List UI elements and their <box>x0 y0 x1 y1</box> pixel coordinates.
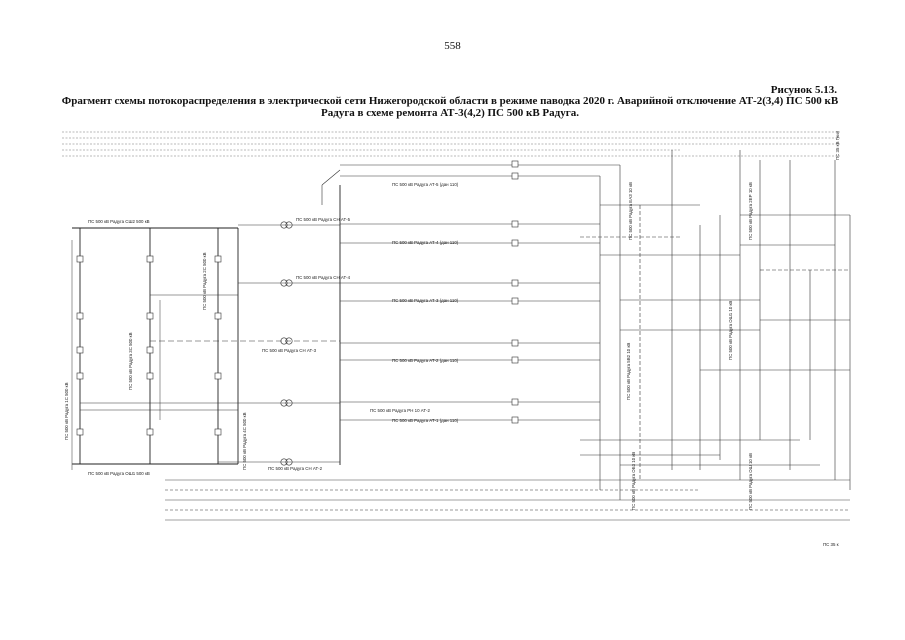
right-vertical-label: ПС 500 кВ Радуга ОШ1 10 кВ <box>728 301 733 360</box>
right-vertical-label: ПС 500 кВ Радуга ЕАЗ 10 кВ <box>628 182 633 240</box>
transformer-label: ПС 500 кВ Радуга РН 10 АТ-2 <box>370 408 430 413</box>
figure-label: Рисунок 5.13. <box>770 84 837 96</box>
bus-2s-label: ПС 500 кВ Радуга 2С 500 кВ <box>202 252 207 310</box>
right-vertical-label: ПС 500 кВ Радуга ОШ 10 кВ <box>748 453 753 510</box>
bus-bottom-label: ПС 500 кВ Радуга ОШ1 500 кВ <box>88 471 150 476</box>
right-vertical-label: ПС 500 кВ Радуга ОБ3 10 кВ <box>631 452 636 510</box>
transformer-label: ПС 500 кВ Радуга СН АТ-3 <box>262 348 317 353</box>
transformer-label: ПС 500 кВ Радуга СН АТ-2 <box>268 466 323 471</box>
page-number: 558 <box>444 40 461 52</box>
edge-label: ПС 35 к <box>823 542 839 547</box>
at-label: ПС 500 кВ Радуга АТ-3 (дан 110) <box>392 298 459 303</box>
at-label: ПС 500 кВ Радуга АТ-2 (дан 110) <box>392 358 459 363</box>
bus-1s-label: ПС 500 кВ Радуга 1С 500 кВ <box>64 382 69 440</box>
transformer-label: ПС 500 кВ Радуга СН АТ-4 <box>296 275 351 280</box>
figure-caption: Фрагмент схемы потокораспределения в эле… <box>61 95 839 119</box>
bus-4s-label: ПС 500 кВ Радуга 4С 500 кВ <box>242 412 247 470</box>
edge-label: ПС 35 кВ Гнил <box>835 130 840 160</box>
at-label: ПС 500 кВ Радуга АТ-1 (дан 110) <box>392 418 459 423</box>
at-label: ПС 500 кВ Радуга АТ-5 (дан 110) <box>392 182 459 187</box>
right-vertical-label: ПС 500 кВ Радуга 2ЕР 10 кВ <box>748 182 753 240</box>
bus-3s-label: ПС 500 кВ Радуга 3С 500 кВ <box>128 332 133 390</box>
at-label: ПС 500 кВ Радуга АТ-4 (дан 110) <box>392 240 459 245</box>
right-vertical-label: ПС 500 кВ Радуга 5В2 10 кВ <box>626 343 631 400</box>
transformer-label: ПС 500 кВ Радуга СН АТ-5 <box>296 217 351 222</box>
bus-top-label: ПС 500 кВ Радуга СШ2 500 кВ <box>88 219 150 224</box>
